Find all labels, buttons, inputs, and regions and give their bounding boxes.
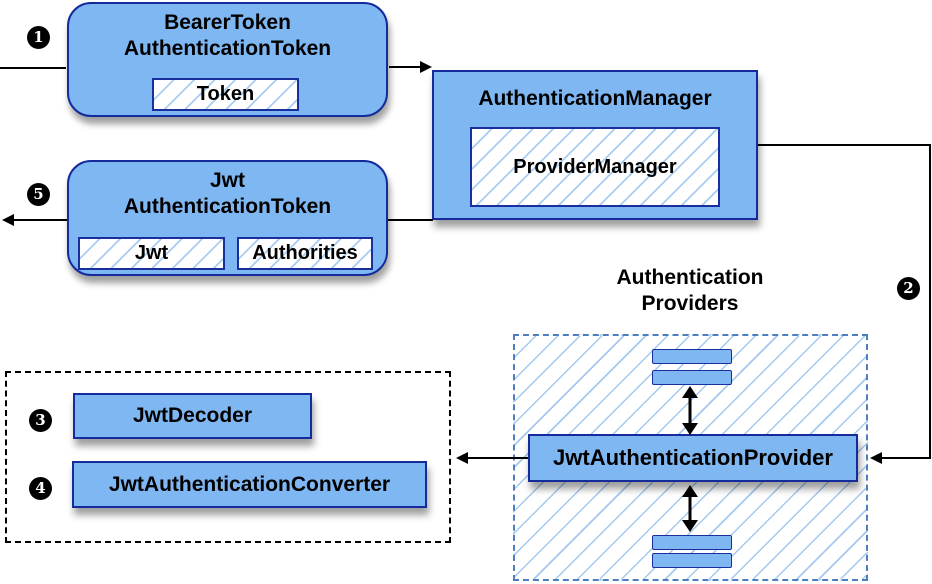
jwt-authentication-token-node: Jwt AuthenticationToken Jwt Authorities — [67, 160, 388, 276]
jwt-decoder-node: JwtDecoder — [73, 393, 312, 439]
jwt-authentication-converter-node: JwtAuthenticationConverter — [72, 461, 427, 508]
provider-placeholder-rect — [652, 535, 732, 550]
token-chip: Token — [152, 78, 299, 111]
authentication-manager-node: AuthenticationManager ProviderManager — [432, 70, 758, 220]
step-1-badge: 1 — [27, 26, 50, 49]
bearer-token-title-line1: BearerToken — [164, 11, 291, 34]
authorities-chip: Authorities — [237, 237, 373, 270]
jwt-authentication-converter-title: JwtAuthenticationConverter — [108, 473, 391, 496]
jwt-token-title-line2: AuthenticationToken — [123, 195, 332, 218]
step-4-badge: 4 — [29, 477, 52, 500]
provider-placeholder-rect — [652, 553, 732, 568]
authentication-manager-title: AuthenticationManager — [478, 87, 712, 110]
jwt-chip: Jwt — [78, 237, 225, 270]
manager-to-provider-arrowhead-icon — [870, 452, 882, 464]
authentication-providers-label: Authentication Providers — [565, 265, 815, 317]
step-2-badge: 2 — [897, 277, 920, 300]
jwt-token-title: Jwt AuthenticationToken — [69, 162, 386, 220]
jwt-decoder-title: JwtDecoder — [132, 404, 253, 427]
step-3-badge: 3 — [29, 409, 52, 432]
bearer-token-authentication-token-node: BearerToken AuthenticationToken Token — [67, 2, 388, 117]
jwt-authentication-provider-node: JwtAuthenticationProvider — [528, 434, 858, 482]
bearer-token-title-line2: AuthenticationToken — [123, 37, 332, 60]
step-5-badge: 5 — [27, 183, 50, 206]
jwt-token-title-line1: Jwt — [209, 169, 245, 192]
bearer-to-manager-arrowhead-icon — [420, 61, 432, 73]
provider-placeholder-rect — [652, 370, 732, 385]
provider-to-decoders-arrowhead-icon — [456, 452, 468, 464]
jwt-authentication-provider-title: JwtAuthenticationProvider — [553, 445, 833, 470]
provider-placeholder-rect — [652, 349, 732, 364]
authentication-providers-label-line2: Providers — [641, 292, 739, 315]
bearer-token-title: BearerToken AuthenticationToken — [69, 4, 386, 62]
provider-manager-chip: ProviderManager — [470, 127, 720, 207]
jwt-token-out-arrowhead-icon — [2, 214, 14, 226]
authentication-providers-label-line1: Authentication — [616, 266, 764, 289]
